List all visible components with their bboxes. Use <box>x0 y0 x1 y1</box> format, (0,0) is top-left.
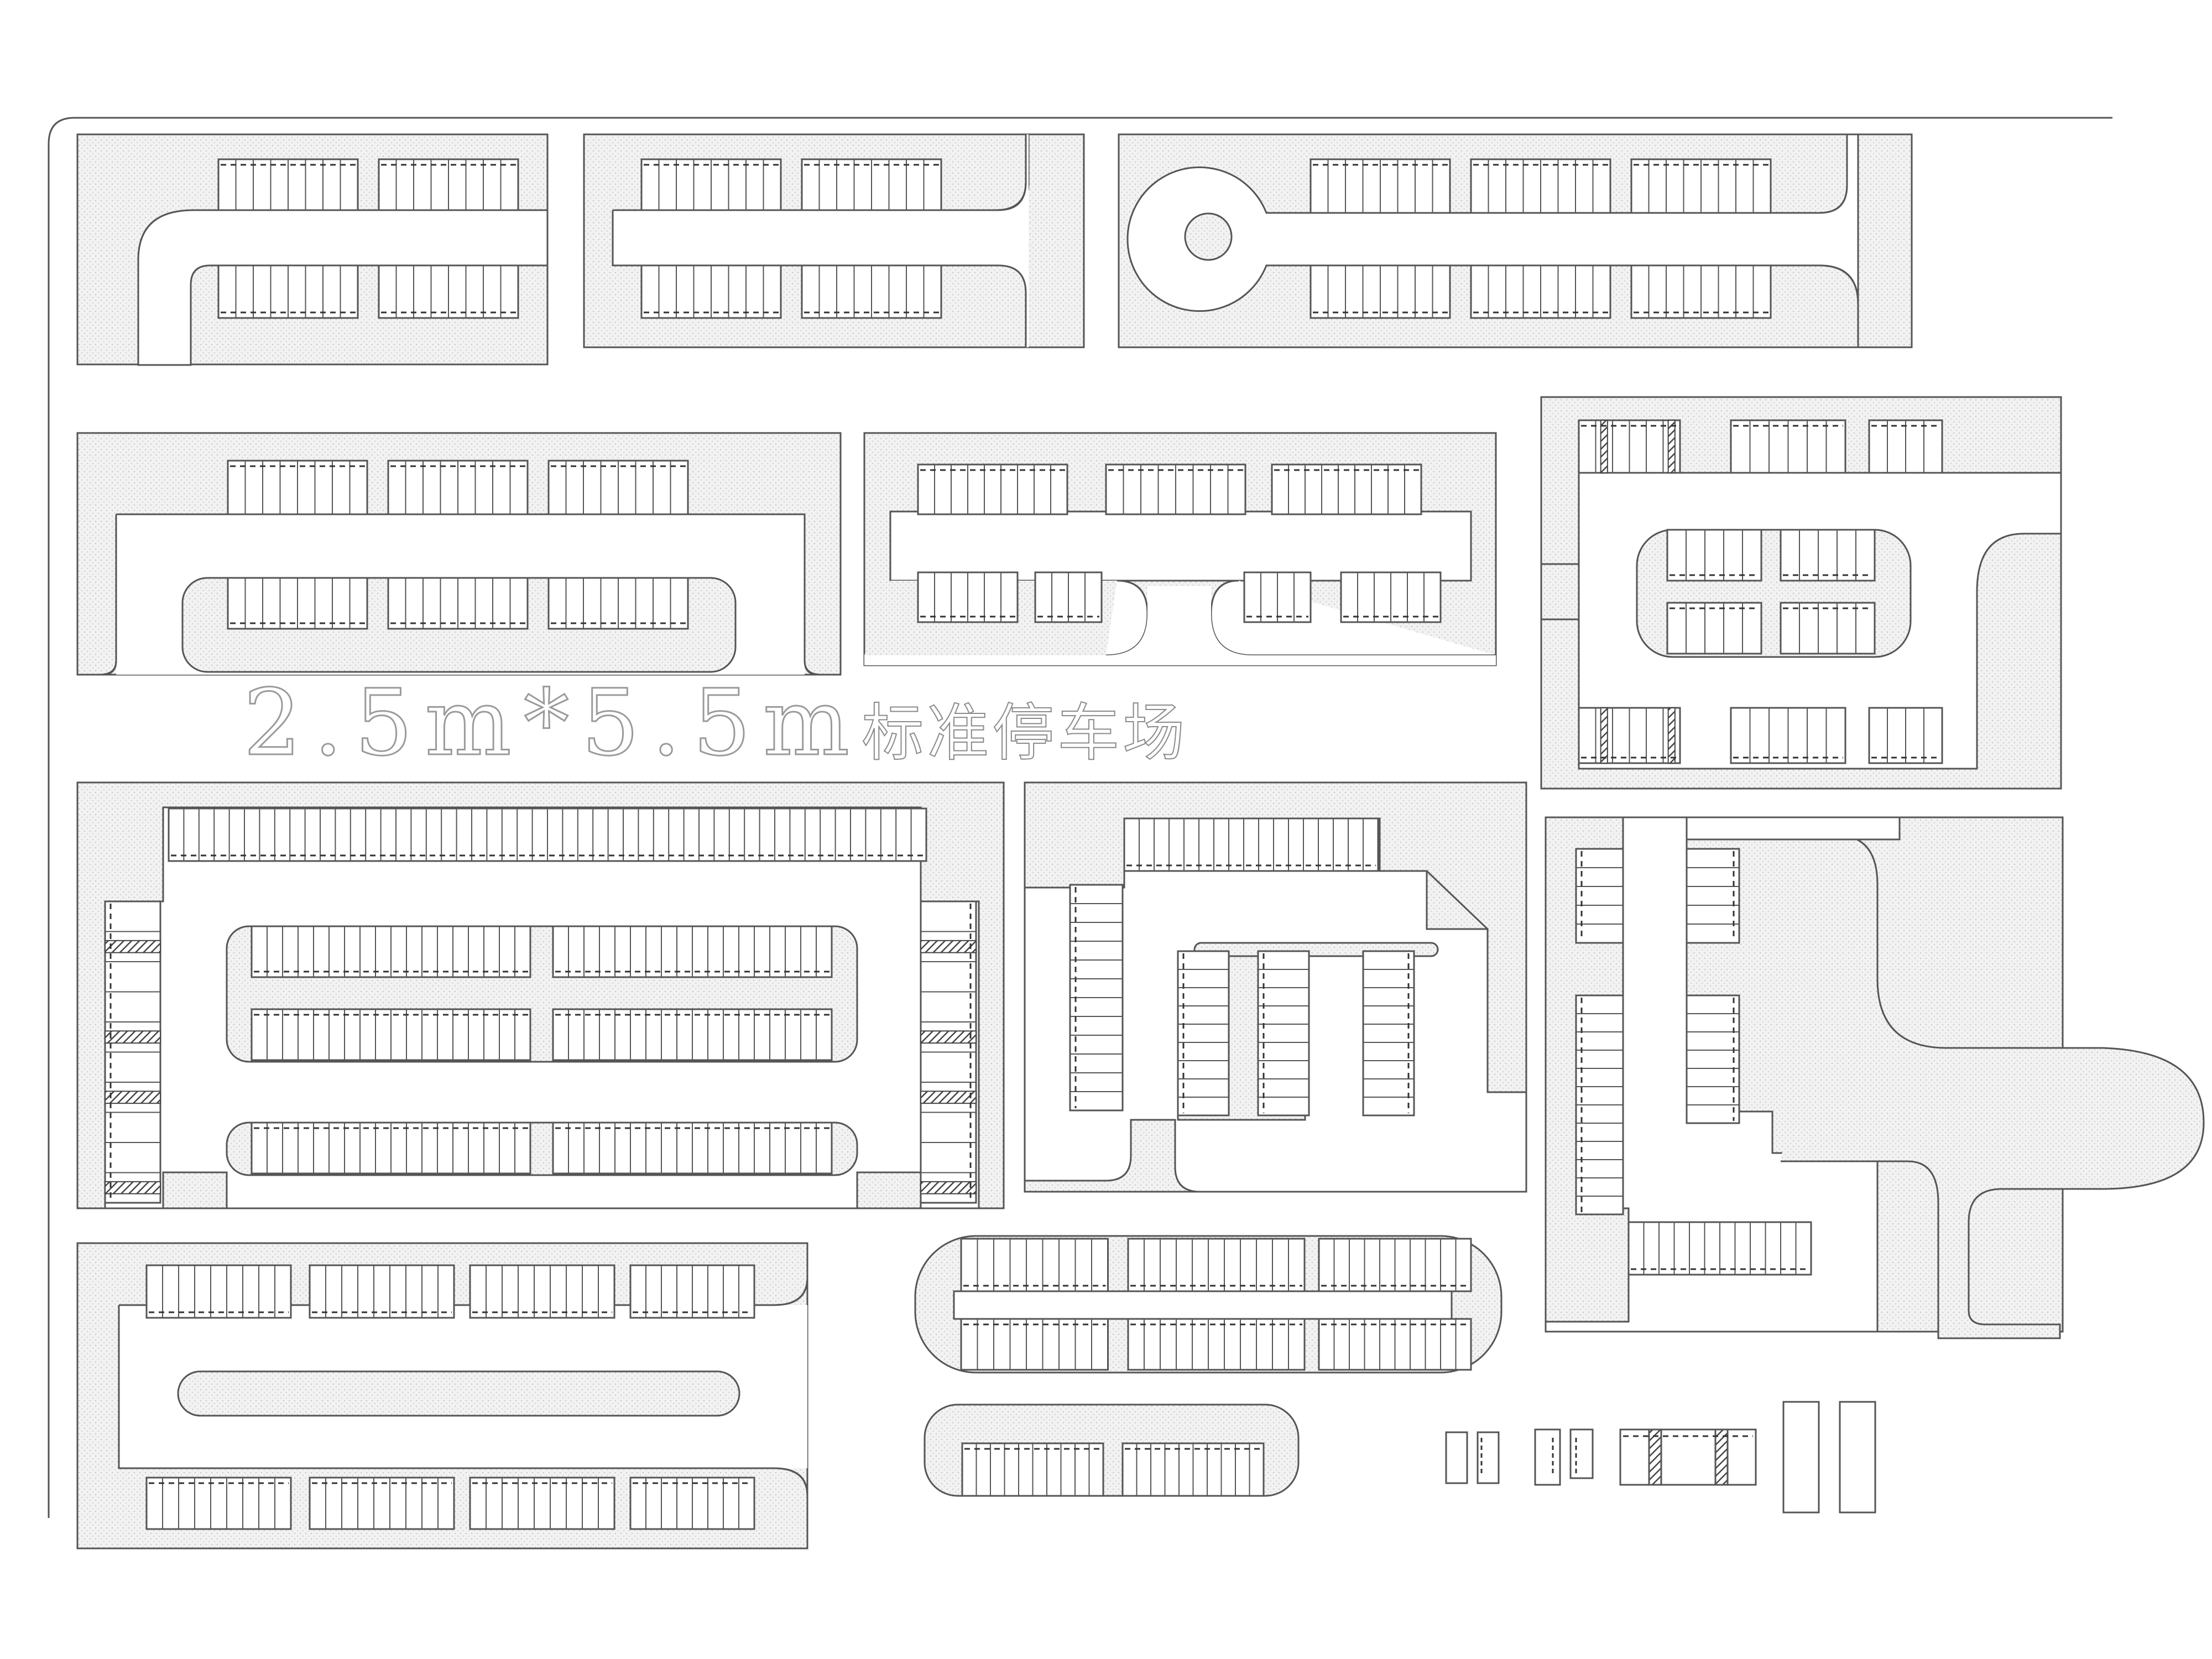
stall-row <box>145 1477 292 1530</box>
stall-row <box>145 1264 292 1319</box>
stall-row <box>251 925 531 978</box>
diagonal-hatch-icon <box>920 1181 977 1194</box>
stall-row <box>1730 707 1846 764</box>
stall-row <box>640 264 782 319</box>
stall-row <box>387 577 529 630</box>
diagonal-hatch-icon <box>1667 707 1676 764</box>
stall-row <box>1271 463 1422 515</box>
stall-row <box>1666 602 1762 655</box>
stall-row <box>1243 571 1312 623</box>
stall-row <box>251 1008 531 1061</box>
parking-stalls <box>104 158 1943 1530</box>
stall-row <box>629 1477 755 1530</box>
stall-row <box>1666 529 1762 582</box>
stall-row <box>547 460 689 515</box>
stall-row <box>960 1238 1109 1292</box>
stall-row <box>552 1008 833 1061</box>
diagonal-hatch-icon <box>1600 420 1608 473</box>
stall-row <box>469 1264 615 1319</box>
stall-row <box>801 264 942 319</box>
stall-row <box>917 463 1068 515</box>
stall-row <box>917 571 1019 623</box>
stall-row <box>1340 571 1442 623</box>
stall-column <box>1575 848 1624 944</box>
diagonal-hatch-icon <box>105 1030 161 1044</box>
drawing-title: 2.5m*5.5m标准停车场 <box>242 676 1188 769</box>
diagonal-hatch-icon <box>105 940 161 953</box>
stall-row <box>1318 1318 1472 1371</box>
stall-row <box>251 1121 531 1175</box>
diagonal-hatch-icon <box>1600 707 1608 764</box>
stall-row <box>217 158 359 211</box>
stall-row <box>629 1264 755 1319</box>
diagonal-hatch-icon <box>920 940 977 953</box>
stall-row <box>1318 1238 1472 1292</box>
stall-row <box>168 807 927 862</box>
diagonal-hatch-icon <box>920 1030 977 1044</box>
diagonal-hatch-icon <box>1667 420 1676 473</box>
stall-row <box>961 1442 1104 1497</box>
stall-row <box>1310 264 1451 319</box>
site-boundary <box>48 117 2112 1518</box>
stall-row <box>469 1477 615 1530</box>
stall-row <box>1630 158 1772 214</box>
stall-row <box>1578 707 1681 764</box>
stall-row <box>387 460 529 515</box>
stall-legend <box>1445 1401 1876 1514</box>
stall-row <box>309 1264 455 1319</box>
stall-row <box>378 264 519 319</box>
stall-row <box>1780 602 1876 655</box>
stall-column <box>1257 950 1310 1117</box>
stall-row <box>1470 158 1611 214</box>
stall-column <box>104 900 161 1204</box>
stall-column <box>1575 994 1624 1215</box>
stall-row <box>1868 707 1943 764</box>
stall-row <box>1127 1238 1306 1292</box>
stall-row <box>1310 158 1451 214</box>
stall-row <box>552 925 833 978</box>
stall-row <box>552 1121 833 1175</box>
stall-row <box>801 158 942 211</box>
stall-row <box>547 577 689 630</box>
stall-row <box>1105 463 1246 515</box>
stall-row <box>1630 264 1772 319</box>
stall-row <box>1578 419 1681 474</box>
stall-row <box>227 577 368 630</box>
title-label: 标准停车场 <box>861 697 1188 769</box>
stall-row <box>1034 571 1103 623</box>
stall-row <box>1780 529 1876 582</box>
stall-column <box>1177 950 1230 1117</box>
stall-column <box>1069 884 1124 1112</box>
stall-row <box>309 1477 455 1530</box>
stall-column <box>1686 848 1740 944</box>
stall-row <box>1730 419 1846 474</box>
diagonal-hatch-icon <box>920 1091 977 1104</box>
stall-row <box>1123 817 1379 872</box>
title-dimensions: 2.5m*5.5m <box>242 670 862 776</box>
stall-row <box>640 158 782 211</box>
stall-row <box>1121 1442 1265 1497</box>
stall-column <box>1362 950 1415 1117</box>
diagonal-hatch-icon <box>105 1091 161 1104</box>
stall-row <box>1127 1318 1306 1371</box>
stall-row <box>1470 264 1611 319</box>
stall-row <box>1627 1221 1812 1276</box>
stall-row <box>217 264 359 319</box>
diagonal-hatch-icon <box>105 1181 161 1194</box>
stall-column <box>1686 994 1740 1124</box>
stall-row <box>1868 419 1943 474</box>
stall-row <box>378 158 519 211</box>
stall-row <box>960 1318 1109 1371</box>
stall-column <box>920 900 977 1204</box>
stall-row <box>227 460 368 515</box>
